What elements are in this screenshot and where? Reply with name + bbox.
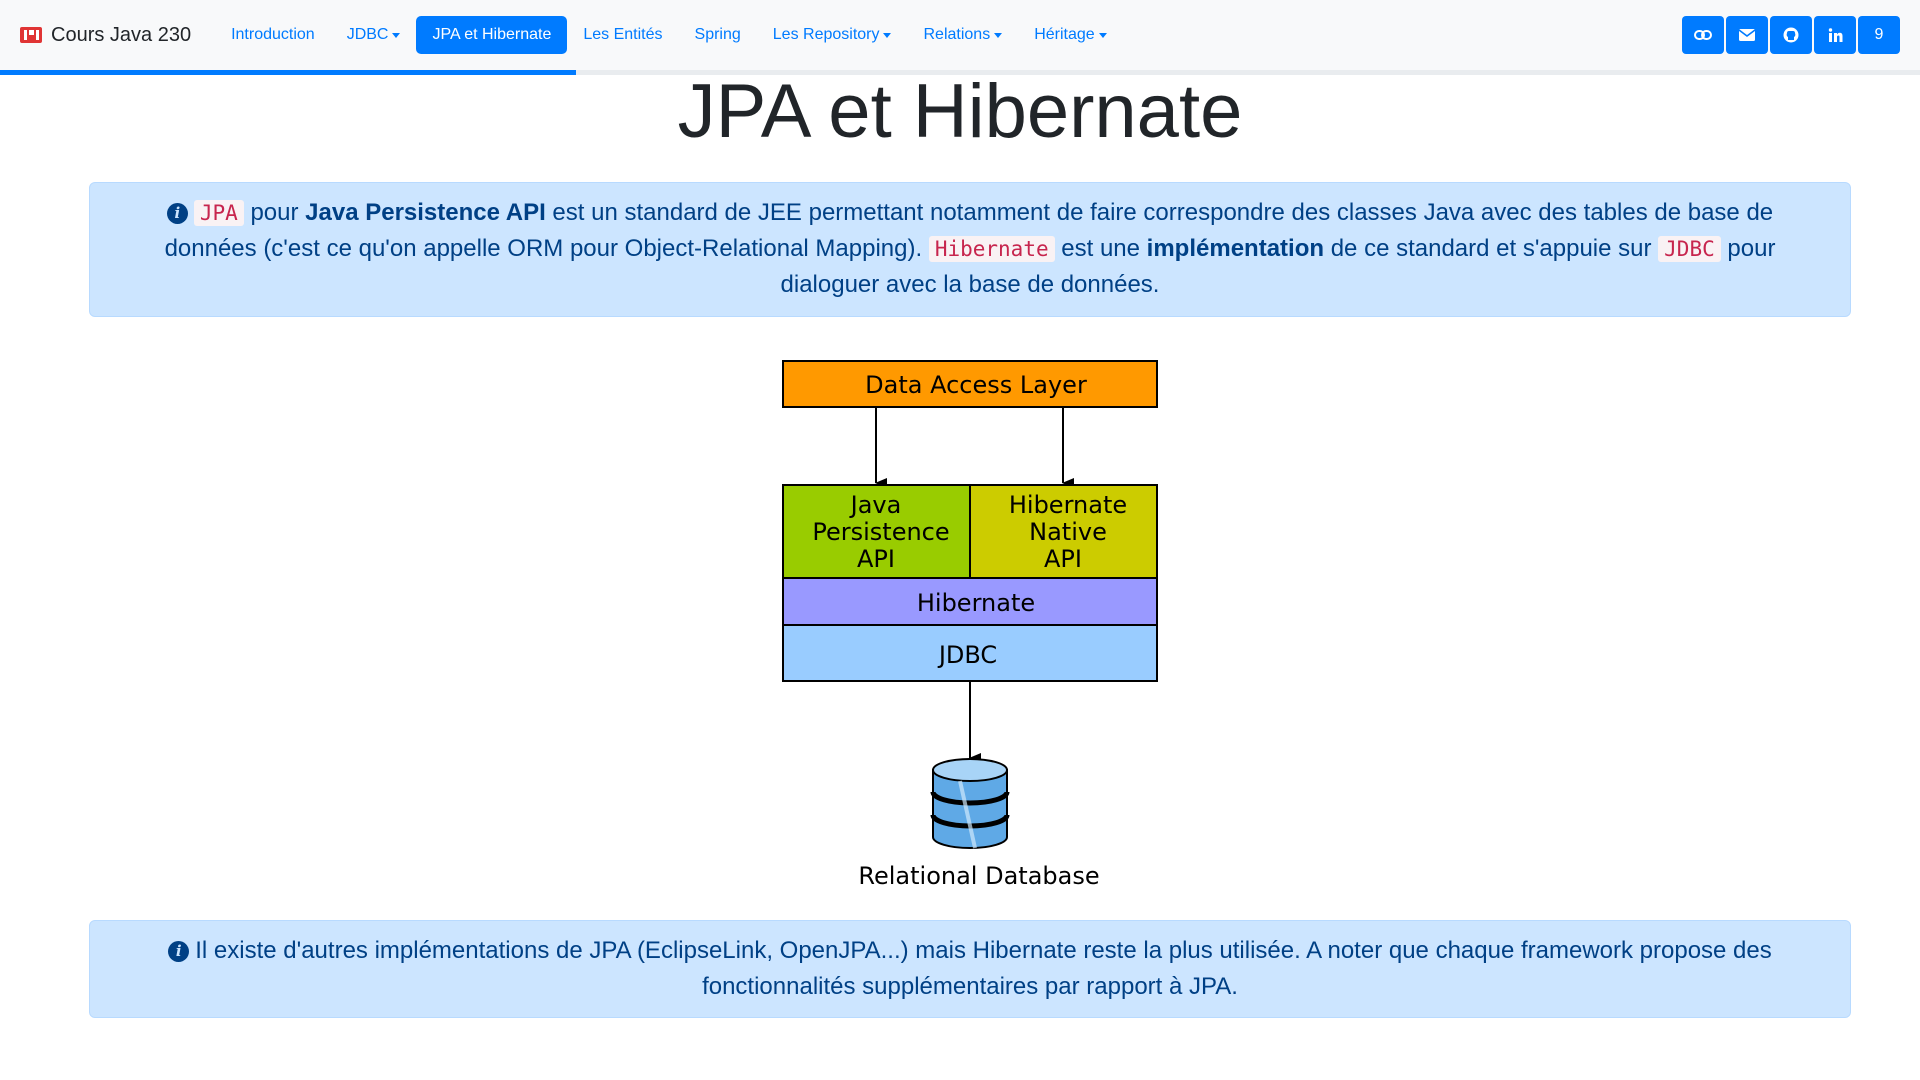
box-jdbc [782,624,1158,682]
label-jdbc: JDBC [937,641,997,669]
label-native-line3: API [1044,545,1082,573]
box-hibernate [782,577,1158,626]
info-circle-icon: i [168,941,190,962]
label-data-access-layer: Data Access Layer [865,371,1087,399]
nav-repository-dropdown[interactable]: Les Repository [757,16,908,54]
alert-text: est une [1054,235,1147,262]
count-badge: 9 [1874,26,1884,43]
label-jpa-line1: Java [849,491,902,519]
code-hibernate: Hibernate [928,236,1055,262]
nav-label: Les Entités [583,26,663,43]
label-jpa-line3: API [857,545,895,573]
nav-relations-dropdown[interactable]: Relations [907,16,1018,54]
nav-jdbc-dropdown[interactable]: JDBC [331,16,417,54]
box-data-access-layer [782,360,1158,408]
nav-label: Les Repository [772,26,880,43]
label-jpa-line2: Persistence [812,518,949,546]
linkedin-icon [1828,27,1842,42]
github-button[interactable] [1770,16,1812,54]
count-badge-button[interactable]: 9 [1858,16,1900,54]
nav-label: Héritage [1034,26,1095,43]
nav-label: Introduction [231,26,315,43]
code-jpa: JPA [193,200,244,226]
brand-title: Cours Java 230 [51,23,192,46]
caret-down-icon [1098,32,1107,38]
social-buttons: 9 [1682,16,1900,54]
alert-text: Il existe d'autres implémentations de JP… [195,937,1772,1000]
alert-text: de ce standard et s'appuie sur [1324,235,1659,262]
caret-down-icon [883,32,892,38]
navbar: Cours Java 230 Introduction JDBC JPA et … [0,0,1920,70]
reading-progress-bar [0,70,1920,75]
info-circle-icon: i [166,203,188,224]
alert-text: pour [243,199,306,226]
brand-logo-icon [20,25,42,45]
box-java-persistence-api [782,484,971,579]
nav-jpa-hibernate[interactable]: JPA et Hibernate [416,16,568,54]
link-icon [1694,30,1712,40]
nav-label: Relations [923,26,991,43]
linkedin-button[interactable] [1814,16,1856,54]
nav-label: JDBC [346,26,389,43]
caret-down-icon [994,32,1003,38]
nav-spring[interactable]: Spring [679,16,757,54]
label-relational-database: Relational Database [858,862,1099,890]
nav-label: Spring [694,26,741,43]
alert-bold: Java Persistence API [305,199,546,226]
label-native-line2: Native [1029,518,1107,546]
nav-les-entites[interactable]: Les Entités [567,16,678,54]
nav-label: JPA et Hibernate [432,26,552,43]
github-icon [1783,27,1799,43]
email-button[interactable] [1726,16,1768,54]
nav-introduction[interactable]: Introduction [215,16,331,54]
link-button[interactable] [1682,16,1724,54]
page-title: JPA et Hibernate [677,69,1243,154]
alert-text: pour dialoguer avec la base de données. [780,235,1776,298]
nav-heritage-dropdown[interactable]: Héritage [1018,16,1122,54]
alert-bold: implémentation [1146,235,1325,262]
brand-link[interactable]: Cours Java 230 [20,24,191,47]
code-jdbc: JDBC [1658,236,1721,262]
box-hibernate-native-api [969,484,1158,579]
caret-down-icon [392,32,401,38]
alert-text: est un standard de JEE permettant notamm… [164,199,1774,262]
envelope-icon [1739,29,1755,41]
database-icon [930,758,1010,849]
label-native-line1: Hibernate [1009,491,1127,519]
label-hibernate: Hibernate [917,589,1035,617]
reading-progress-fill [0,70,576,75]
